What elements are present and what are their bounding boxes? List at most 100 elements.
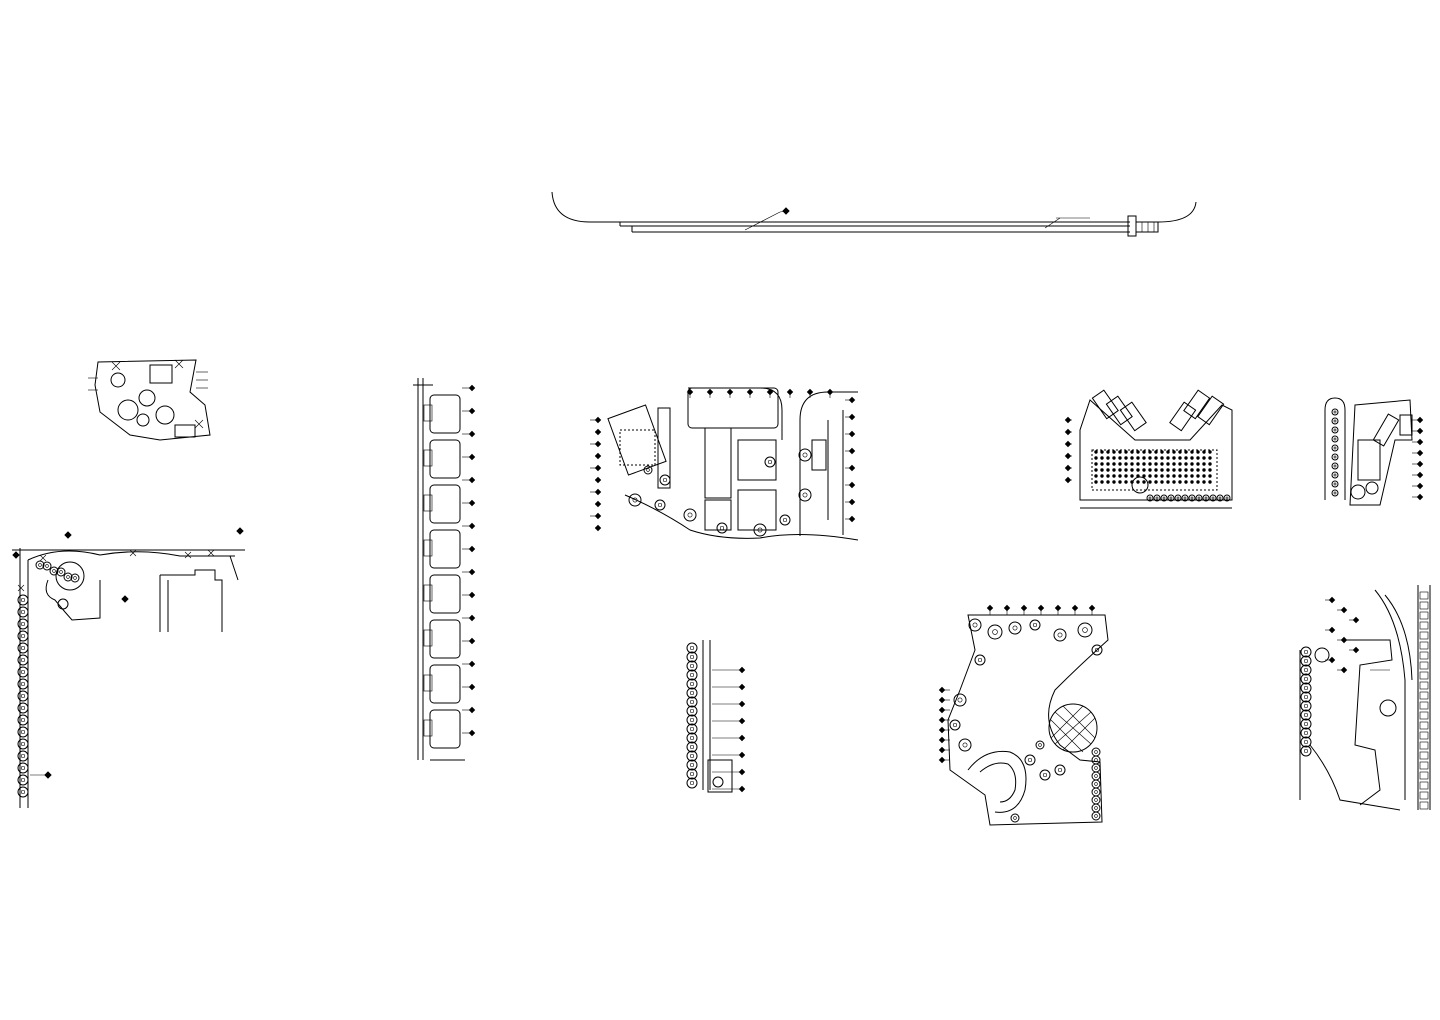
tree-symbol [17,738,29,750]
paving-dot [1172,456,1176,460]
paving-dot [1106,480,1110,484]
paving-dot [1154,480,1158,484]
paving-dot [1100,456,1104,460]
paving-dot [1190,462,1194,466]
tree-symbol-core [20,669,26,675]
tree-symbol-core [646,468,650,472]
leader-tag [468,729,476,737]
tree-symbol [1174,494,1182,502]
tree-symbol [56,567,66,577]
tree-symbol [17,750,29,762]
leader-tag [594,464,602,472]
tree-symbol-core [689,681,695,687]
planting-column-plan [686,640,746,793]
leader-tag [594,524,602,532]
tree-symbol [1331,453,1339,461]
leader-tag [468,683,476,691]
unit-block [429,484,461,524]
leader-tag [1064,452,1072,460]
paving-dot [1208,456,1212,460]
paving-dot [1136,456,1140,460]
unit-notch [423,629,433,647]
paving-dot [1208,468,1212,472]
tree-symbol [1091,771,1101,781]
tree-symbol [1039,769,1051,781]
leader-tag [1064,464,1072,472]
tree-symbol [1008,621,1022,635]
leader-tag [746,388,754,396]
paving-dot [1196,456,1200,460]
paving-dot [1178,462,1182,466]
tree-symbol [1331,435,1339,443]
tree-symbol [1202,494,1210,502]
tree-symbol [63,572,73,582]
tree-symbol-core [1303,730,1309,736]
tree-symbol [1091,779,1101,789]
leader-tag [1416,438,1424,446]
paving-dot [1136,462,1140,466]
tree-symbol [1300,700,1312,712]
tree-symbol-core [66,575,70,579]
tree-symbol [974,654,986,666]
tree-symbol [686,705,698,717]
tree-symbol-core [20,777,26,783]
tree-symbol [1091,795,1101,805]
leader-tag [738,717,746,725]
tree-symbol [1077,622,1093,638]
tree-symbol-core [52,569,56,573]
tree-symbol-core [689,672,695,678]
tree-symbol [1300,718,1312,730]
paving-dot [1202,462,1206,466]
tree-symbol-core [689,744,695,750]
planter-box [1419,741,1429,750]
tree-symbol [42,561,52,571]
unit-notch [423,719,433,737]
tree-symbol-core [20,753,26,759]
tree-symbol [1091,747,1101,757]
tree-symbol [686,723,698,735]
tree-symbol-core [20,609,26,615]
paving-dot [1118,474,1122,478]
tree-symbol [17,714,29,726]
paving-dot [1178,468,1182,472]
v-shaped-building-plan [1064,389,1233,509]
paving-dot [1166,456,1170,460]
tree-symbol [1091,811,1101,821]
unit-block [429,439,461,479]
tree-symbol [1300,664,1312,676]
paving-dot [1142,474,1146,478]
tree-symbol-core [689,753,695,759]
unit-notch [423,674,433,692]
tree-symbol-core [1094,647,1100,653]
tree-symbol [1331,471,1339,479]
leader-tag [938,686,946,694]
tree-symbol [1223,494,1231,502]
tree-symbol-core [20,693,26,699]
paving-dot [1184,462,1188,466]
leader-tag [594,476,602,484]
leader-tag [468,407,476,415]
paving-dot [1184,450,1188,454]
tree-symbol-core [1303,712,1309,718]
tree-symbol-core [952,722,958,728]
paving-dot [1160,456,1164,460]
planter-box [1419,631,1429,640]
leader-tag [594,440,602,448]
tree-symbol-core [20,621,26,627]
paving-dot [1106,456,1110,460]
paving-dot [1184,468,1188,472]
leader-tag [738,785,746,793]
paving-dot [1148,480,1152,484]
tree-symbol-core [957,697,963,703]
paving-dot [1166,468,1170,472]
paving-dot [1160,480,1164,484]
tree-symbol-core [689,780,695,786]
paving-dot [1094,450,1098,454]
paving-dot [1166,474,1170,478]
tree-symbol [686,741,698,753]
paving-dot [1202,456,1206,460]
tree-symbol-core [1333,473,1337,477]
tree-symbol-core [73,576,77,580]
leader-tag [806,388,814,396]
tree-symbol-core [1094,758,1098,762]
